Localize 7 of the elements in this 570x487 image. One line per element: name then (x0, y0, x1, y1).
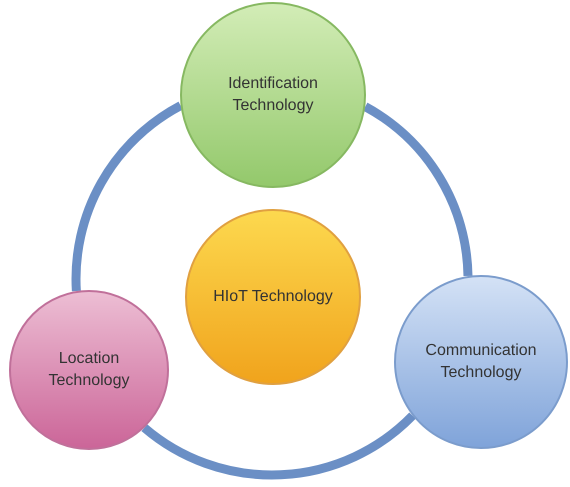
node-label: Communication Technology (424, 340, 538, 383)
ring-connector (362, 102, 472, 276)
ring-connector (72, 102, 183, 292)
node-label: Identification Technology (227, 74, 319, 116)
node-label: Location Technology (48, 348, 130, 391)
node-label: HIoT Technology (212, 286, 334, 307)
ring-connector (142, 412, 416, 480)
